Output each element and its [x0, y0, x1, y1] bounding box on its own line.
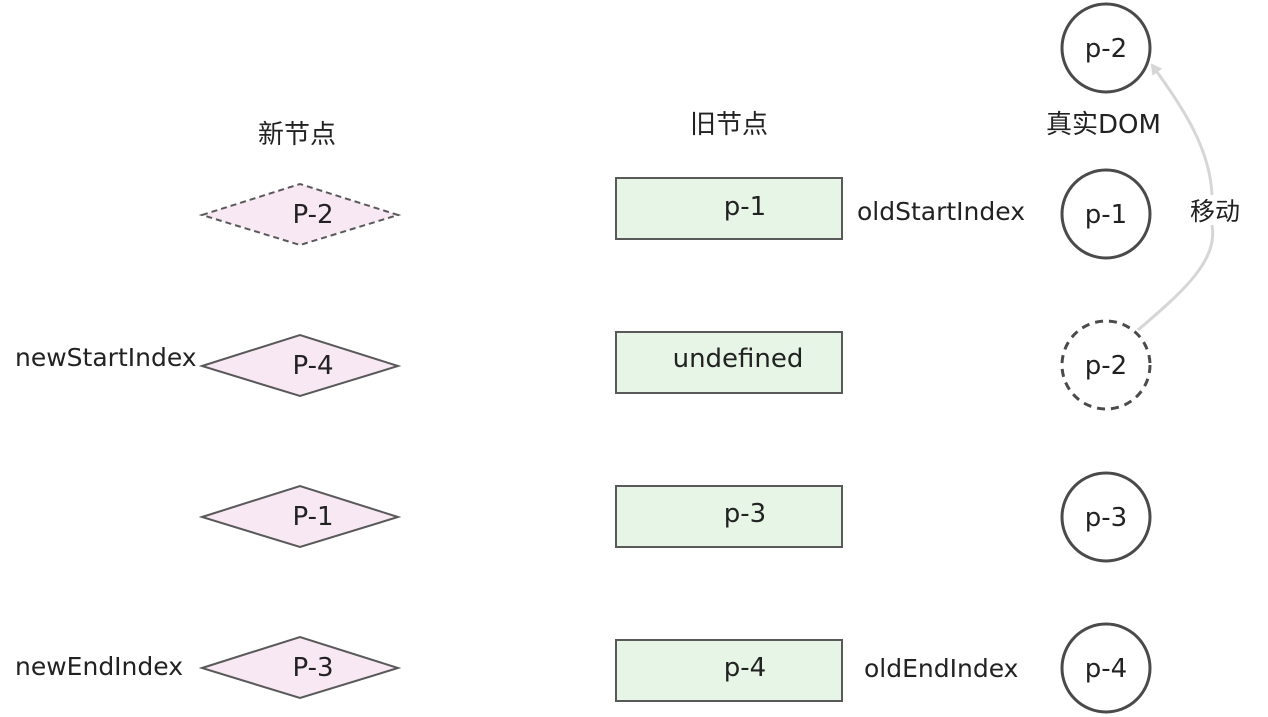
- dom-node-circle: [1060, 471, 1152, 563]
- old-node-label: undefined: [673, 344, 804, 374]
- dom-node-circle: [1060, 319, 1152, 411]
- old-node-label: p-4: [724, 653, 766, 683]
- new-node-label: P-1: [292, 502, 333, 532]
- dom-node-label: p-4: [1085, 654, 1127, 684]
- header-new-nodes: 新节点: [258, 120, 337, 150]
- dom-node-label: p-3: [1085, 503, 1127, 533]
- move-arrow: [1137, 65, 1215, 332]
- new-node-diamond: [198, 333, 402, 398]
- old-node-box: [615, 331, 843, 394]
- old-node: p-4: [615, 639, 843, 702]
- new-node-diamond: [198, 484, 402, 549]
- dom-node-label: p-2: [1085, 34, 1127, 64]
- new-node: P-3: [198, 635, 402, 700]
- old-node-label: p-3: [724, 499, 766, 529]
- new-node-label: P-2: [292, 200, 333, 230]
- dom-node: p-1: [1060, 168, 1152, 260]
- old-node-box: [615, 639, 843, 702]
- new-node: P-1: [198, 484, 402, 549]
- new-node-diamond: [198, 635, 402, 700]
- new-node: P-4: [198, 333, 402, 398]
- new-node-diamond: [198, 182, 402, 247]
- dom-node: p-3: [1060, 471, 1152, 563]
- dom-node-circle: [1060, 168, 1152, 260]
- pointer-old-start: oldStartIndex: [857, 197, 1026, 226]
- new-node-label: P-4: [292, 351, 333, 381]
- header-real-dom: 真实DOM: [1046, 110, 1161, 140]
- dom-node: p-4: [1060, 622, 1152, 714]
- old-node: undefined: [615, 331, 843, 394]
- new-node: P-2: [198, 182, 402, 247]
- move-label: 移动: [1190, 197, 1241, 226]
- header-old-nodes: 旧节点: [690, 110, 769, 140]
- pointer-new-end: newEndIndex: [15, 652, 184, 681]
- dom-node: p-2: [1060, 2, 1152, 94]
- old-node-box: [615, 485, 843, 548]
- old-node: p-3: [615, 485, 843, 548]
- pointer-new-start: newStartIndex: [15, 343, 197, 372]
- old-node-box: [615, 177, 843, 240]
- dom-node-circle: [1060, 2, 1152, 94]
- dom-node-ghost: p-2: [1060, 319, 1152, 411]
- new-node-label: P-3: [292, 653, 333, 683]
- pointer-old-end: oldEndIndex: [864, 654, 1019, 683]
- old-node: p-1: [615, 177, 843, 240]
- dom-node-circle: [1060, 622, 1152, 714]
- old-node-label: p-1: [724, 192, 766, 222]
- dom-node-label: p-1: [1085, 200, 1127, 230]
- dom-node-label: p-2: [1085, 351, 1127, 381]
